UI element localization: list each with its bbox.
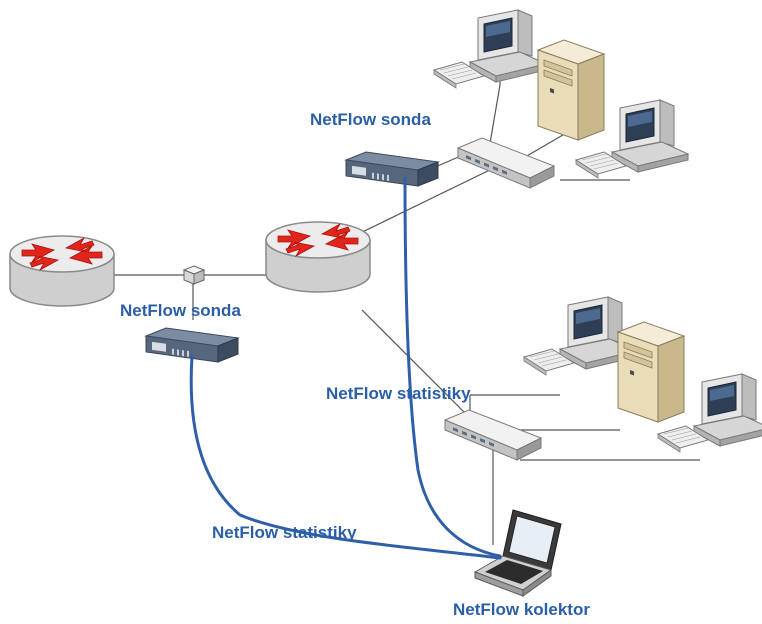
stats-label-right: NetFlow statistiky [326,384,471,403]
router-icon [9,235,115,307]
router-icon [265,221,371,293]
tower-server-icon [537,39,605,141]
tower-server-icon [617,321,685,423]
desktop-pc-icon [433,9,547,89]
probe-label-left: NetFlow sonda [120,301,241,320]
collector-label: NetFlow kolektor [453,600,590,619]
netflow-probe-icon [345,151,439,187]
switch-icon [457,137,555,189]
probe-label-top: NetFlow sonda [310,110,431,129]
stats-label-left: NetFlow statistiky [212,523,357,542]
netflow-export-lines [189,176,502,560]
network-tap-icon [182,265,206,285]
